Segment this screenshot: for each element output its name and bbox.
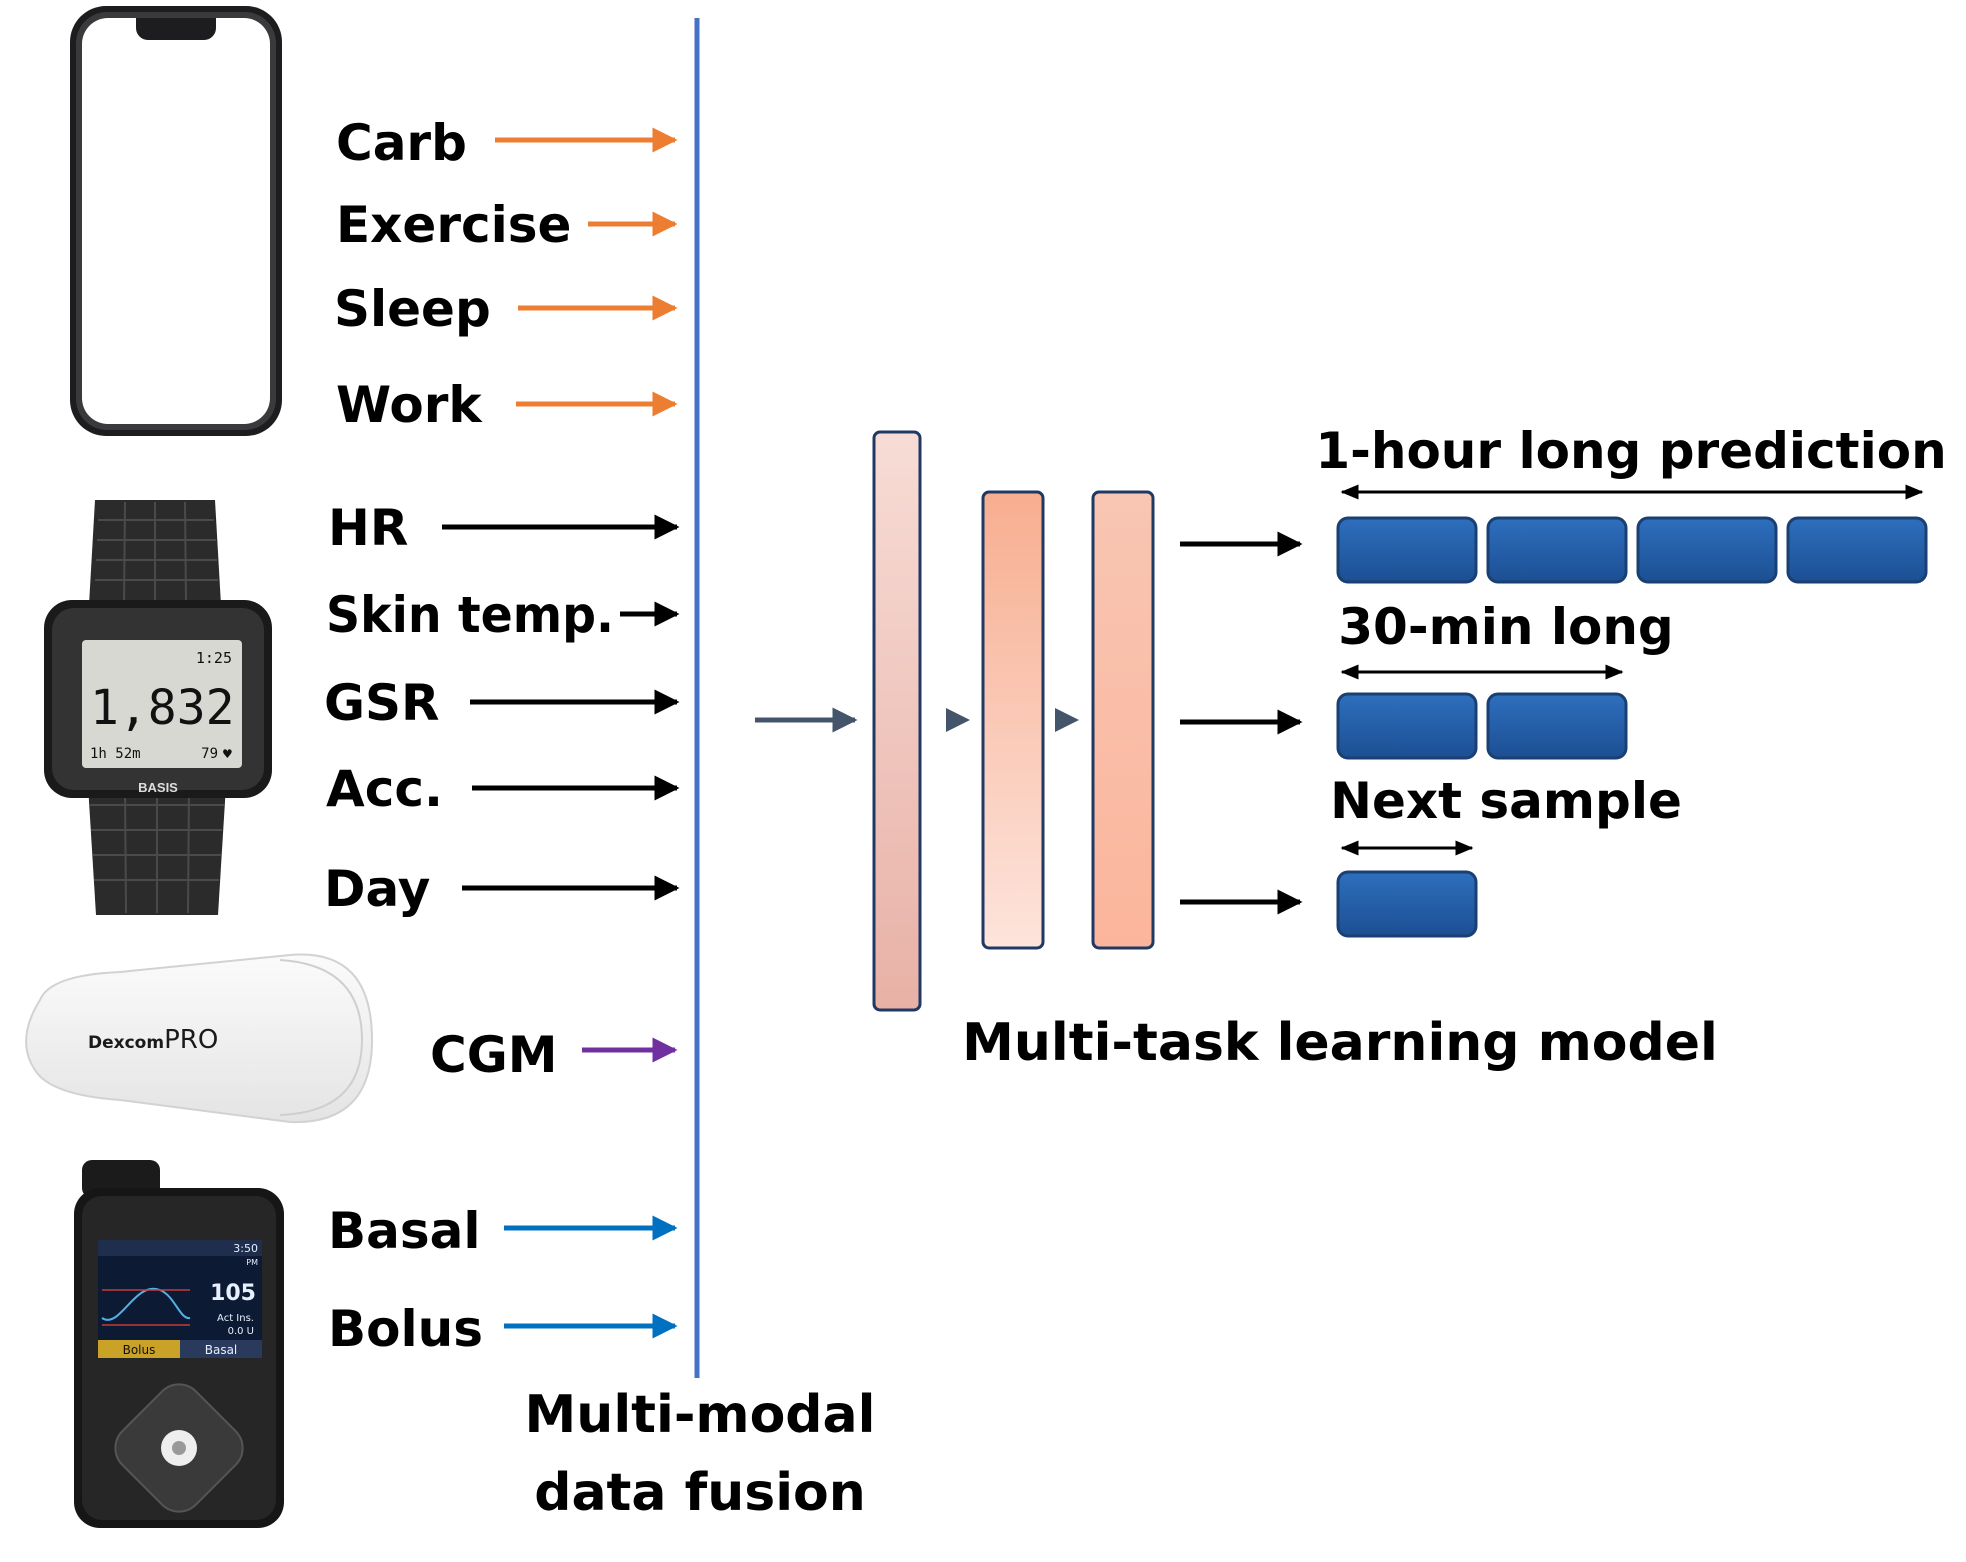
- model-layer-2: [981, 490, 1045, 950]
- input-label-basal: Basal: [328, 1202, 481, 1260]
- output-label-hour: 1-hour long prediction: [1315, 422, 1946, 480]
- pump-act-ins-label: Act Ins.: [217, 1313, 254, 1324]
- watch-input-labels: HR Skin temp. GSR Acc. Day: [324, 499, 614, 918]
- smartphone-icon: [70, 6, 282, 436]
- watch-main-value: 1,832: [90, 680, 235, 736]
- watch-brand: BASIS: [138, 780, 178, 795]
- pump-tab-bolus: Bolus: [123, 1343, 156, 1357]
- input-label-hr: HR: [328, 499, 408, 557]
- phone-input-labels: Carb Exercise Sleep Work: [334, 114, 571, 434]
- input-label-gsr: GSR: [324, 674, 440, 732]
- input-label-work: Work: [336, 376, 483, 434]
- output-block: [1336, 870, 1478, 938]
- pump-act-ins-value: 0.0 U: [228, 1326, 254, 1337]
- output-label-next: Next sample: [1330, 772, 1682, 830]
- input-label-skin-temp: Skin temp.: [326, 586, 614, 644]
- output-block: [1336, 692, 1478, 760]
- input-label-acc: Acc.: [326, 760, 443, 818]
- layer-connector-2: [1055, 708, 1079, 732]
- layer-connector-1: [946, 708, 970, 732]
- output-block: [1486, 692, 1628, 760]
- model-layer-3: [1091, 490, 1155, 950]
- input-arrows: [442, 127, 680, 1339]
- input-label-bolus: Bolus: [328, 1300, 483, 1358]
- input-label-exercise: Exercise: [336, 196, 571, 254]
- smartwatch-icon: 1:25 1,832 1h 52m 79 ♥ BASIS: [44, 500, 272, 915]
- pump-glucose-value: 105: [210, 1281, 256, 1306]
- model-layer-1: [872, 430, 922, 1012]
- cgm-brand-label: DexcomPRO: [88, 1025, 218, 1055]
- watch-duration: 1h 52m: [90, 746, 141, 762]
- pump-input-labels: Basal Bolus: [328, 1202, 483, 1358]
- output-label-half: 30-min long: [1338, 598, 1673, 656]
- insulin-pump-icon: 3:50 PM 105 Act Ins. 0.0 U Bolus Basal: [74, 1160, 284, 1528]
- output-block: [1486, 516, 1628, 584]
- input-label-sleep: Sleep: [334, 280, 491, 338]
- output-blocks-hour: [1336, 516, 1928, 584]
- watch-heart-icon: ♥: [222, 747, 233, 761]
- output-block: [1336, 516, 1478, 584]
- cgm-sensor-icon: DexcomPRO: [25, 953, 374, 1124]
- model-label: Multi-task learning model: [962, 1013, 1718, 1073]
- watch-hr: 79: [201, 746, 218, 762]
- pump-tab-basal: Basal: [205, 1343, 238, 1357]
- fusion-label-line1: Multi-modal: [525, 1385, 876, 1445]
- output-block: [1636, 516, 1778, 584]
- input-label-carb: Carb: [336, 114, 467, 172]
- output-block: [1786, 516, 1928, 584]
- pump-ampm: PM: [246, 1258, 258, 1267]
- fusion-label-line2: data fusion: [534, 1463, 866, 1523]
- input-label-day: Day: [324, 860, 430, 918]
- input-label-cgm: CGM: [430, 1026, 558, 1084]
- pump-time: 3:50: [233, 1242, 258, 1255]
- watch-time: 1:25: [196, 649, 232, 667]
- output-blocks-half: [1336, 692, 1628, 760]
